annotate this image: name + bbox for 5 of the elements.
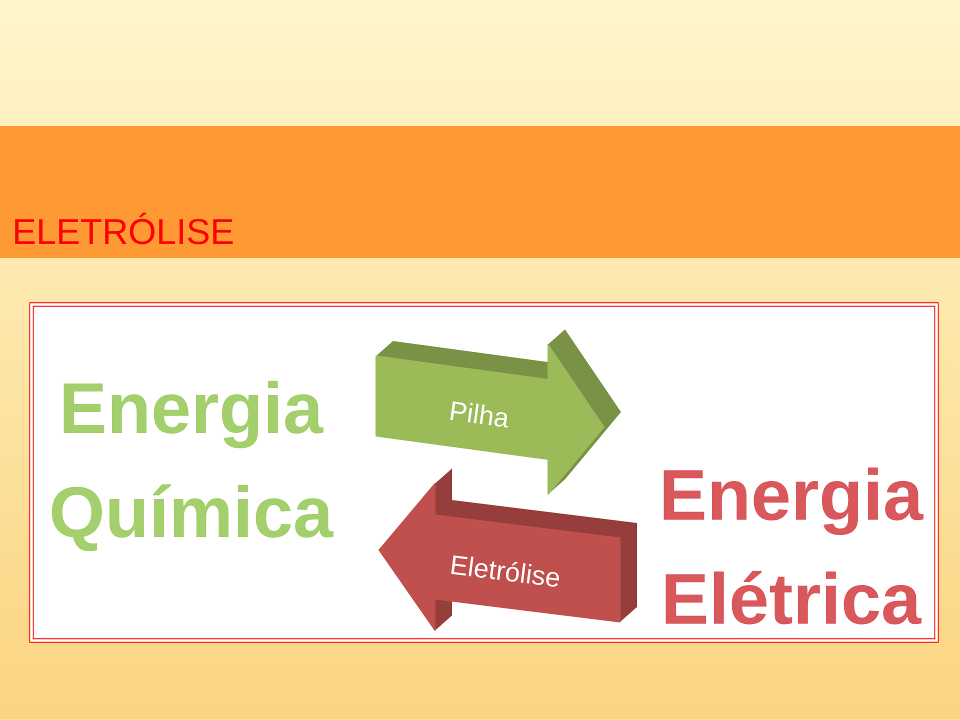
edge-label: Eletrólise	[451, 555, 559, 587]
node-text: Energia Química	[52, 380, 334, 552]
node-text: Energia Elétrica	[664, 468, 924, 624]
title: ELETRÓLISE	[15, 212, 233, 244]
edge-label: Pilha	[450, 401, 508, 428]
